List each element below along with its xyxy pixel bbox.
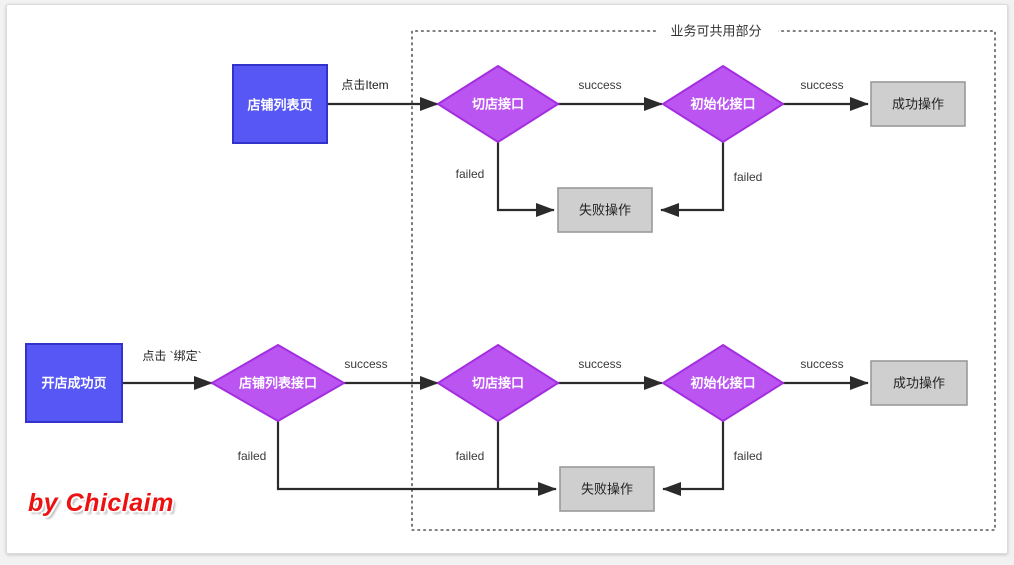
edge-label-top-failed-1: failed bbox=[456, 167, 485, 181]
edge-label-top-success-1: success bbox=[578, 78, 621, 92]
reusable-group-container: 业务可共用部分 bbox=[411, 21, 996, 531]
node-bot-success[interactable]: 成功操作 bbox=[870, 360, 968, 406]
node-bot-success-label: 成功操作 bbox=[893, 376, 945, 391]
node-top-init-shape[interactable] bbox=[661, 64, 785, 144]
node-bot-switch-shape[interactable] bbox=[436, 343, 560, 423]
edge-label-bot-click-bind: 点击 `绑定` bbox=[142, 348, 201, 363]
node-bot-list[interactable]: 店铺列表接口 bbox=[209, 343, 347, 423]
node-bot-start-shape[interactable] bbox=[25, 343, 123, 423]
node-bot-fail[interactable]: 失败操作 bbox=[559, 466, 655, 512]
edge-label-bot-failed-3: failed bbox=[734, 449, 763, 463]
node-top-fail-shape[interactable] bbox=[557, 187, 653, 233]
edge-label-bot-failed-2: failed bbox=[456, 449, 485, 463]
watermark-label: by Chiclaim bbox=[28, 489, 174, 517]
edge-label-top-success-2: success bbox=[800, 78, 843, 92]
node-bot-fail-label: 失败操作 bbox=[581, 482, 633, 497]
edge-label-bot-success-2: success bbox=[578, 357, 621, 371]
edge-label-bot-failed-1: failed bbox=[238, 449, 267, 463]
node-top-start-label: 店铺列表页 bbox=[247, 98, 312, 113]
node-top-start-shape[interactable] bbox=[232, 64, 328, 144]
edge-label-bot-success-1: success bbox=[344, 357, 387, 371]
node-top-start[interactable]: 店铺列表页 bbox=[232, 64, 328, 144]
edge-top-init-to-fail bbox=[660, 142, 725, 218]
node-bot-start[interactable]: 开店成功页 bbox=[25, 343, 123, 423]
flow-top-edges bbox=[327, 96, 869, 218]
edge-top-switch-to-fail bbox=[496, 142, 555, 218]
edge-bot-list-to-fail bbox=[276, 421, 557, 497]
node-bot-init-label: 初始化接口 bbox=[690, 376, 755, 391]
node-top-fail-label: 失败操作 bbox=[579, 203, 631, 218]
group-title-label: 业务可共用部分 bbox=[670, 24, 761, 39]
group-title-backing bbox=[658, 21, 778, 41]
node-bot-list-label: 店铺列表接口 bbox=[239, 376, 317, 391]
edge-bot-init-to-fail bbox=[662, 421, 725, 497]
node-bot-init[interactable]: 初始化接口 bbox=[661, 343, 785, 423]
edge-label-bot-success-3: success bbox=[800, 357, 843, 371]
node-bot-list-shape[interactable] bbox=[209, 343, 347, 423]
node-top-switch-label: 切店接口 bbox=[472, 97, 524, 112]
flow-bottom-edges bbox=[122, 375, 869, 497]
node-top-init[interactable]: 初始化接口 bbox=[661, 64, 785, 144]
node-top-init-label: 初始化接口 bbox=[690, 97, 755, 112]
node-top-success-shape[interactable] bbox=[870, 81, 966, 127]
node-bot-init-shape[interactable] bbox=[661, 343, 785, 423]
edge-label-top-failed-2: failed bbox=[734, 170, 763, 184]
node-top-success[interactable]: 成功操作 bbox=[870, 81, 966, 127]
node-bot-fail-shape[interactable] bbox=[559, 466, 655, 512]
node-top-success-label: 成功操作 bbox=[892, 97, 944, 112]
edge-label-top-click-item: 点击Item bbox=[341, 78, 388, 92]
node-top-fail[interactable]: 失败操作 bbox=[557, 187, 653, 233]
node-bot-switch[interactable]: 切店接口 bbox=[436, 343, 560, 423]
node-top-switch-shape[interactable] bbox=[436, 64, 560, 144]
node-top-switch[interactable]: 切店接口 bbox=[436, 64, 560, 144]
node-bot-start-label: 开店成功页 bbox=[41, 376, 106, 391]
node-bot-success-shape[interactable] bbox=[870, 360, 968, 406]
node-bot-switch-label: 切店接口 bbox=[472, 376, 524, 391]
